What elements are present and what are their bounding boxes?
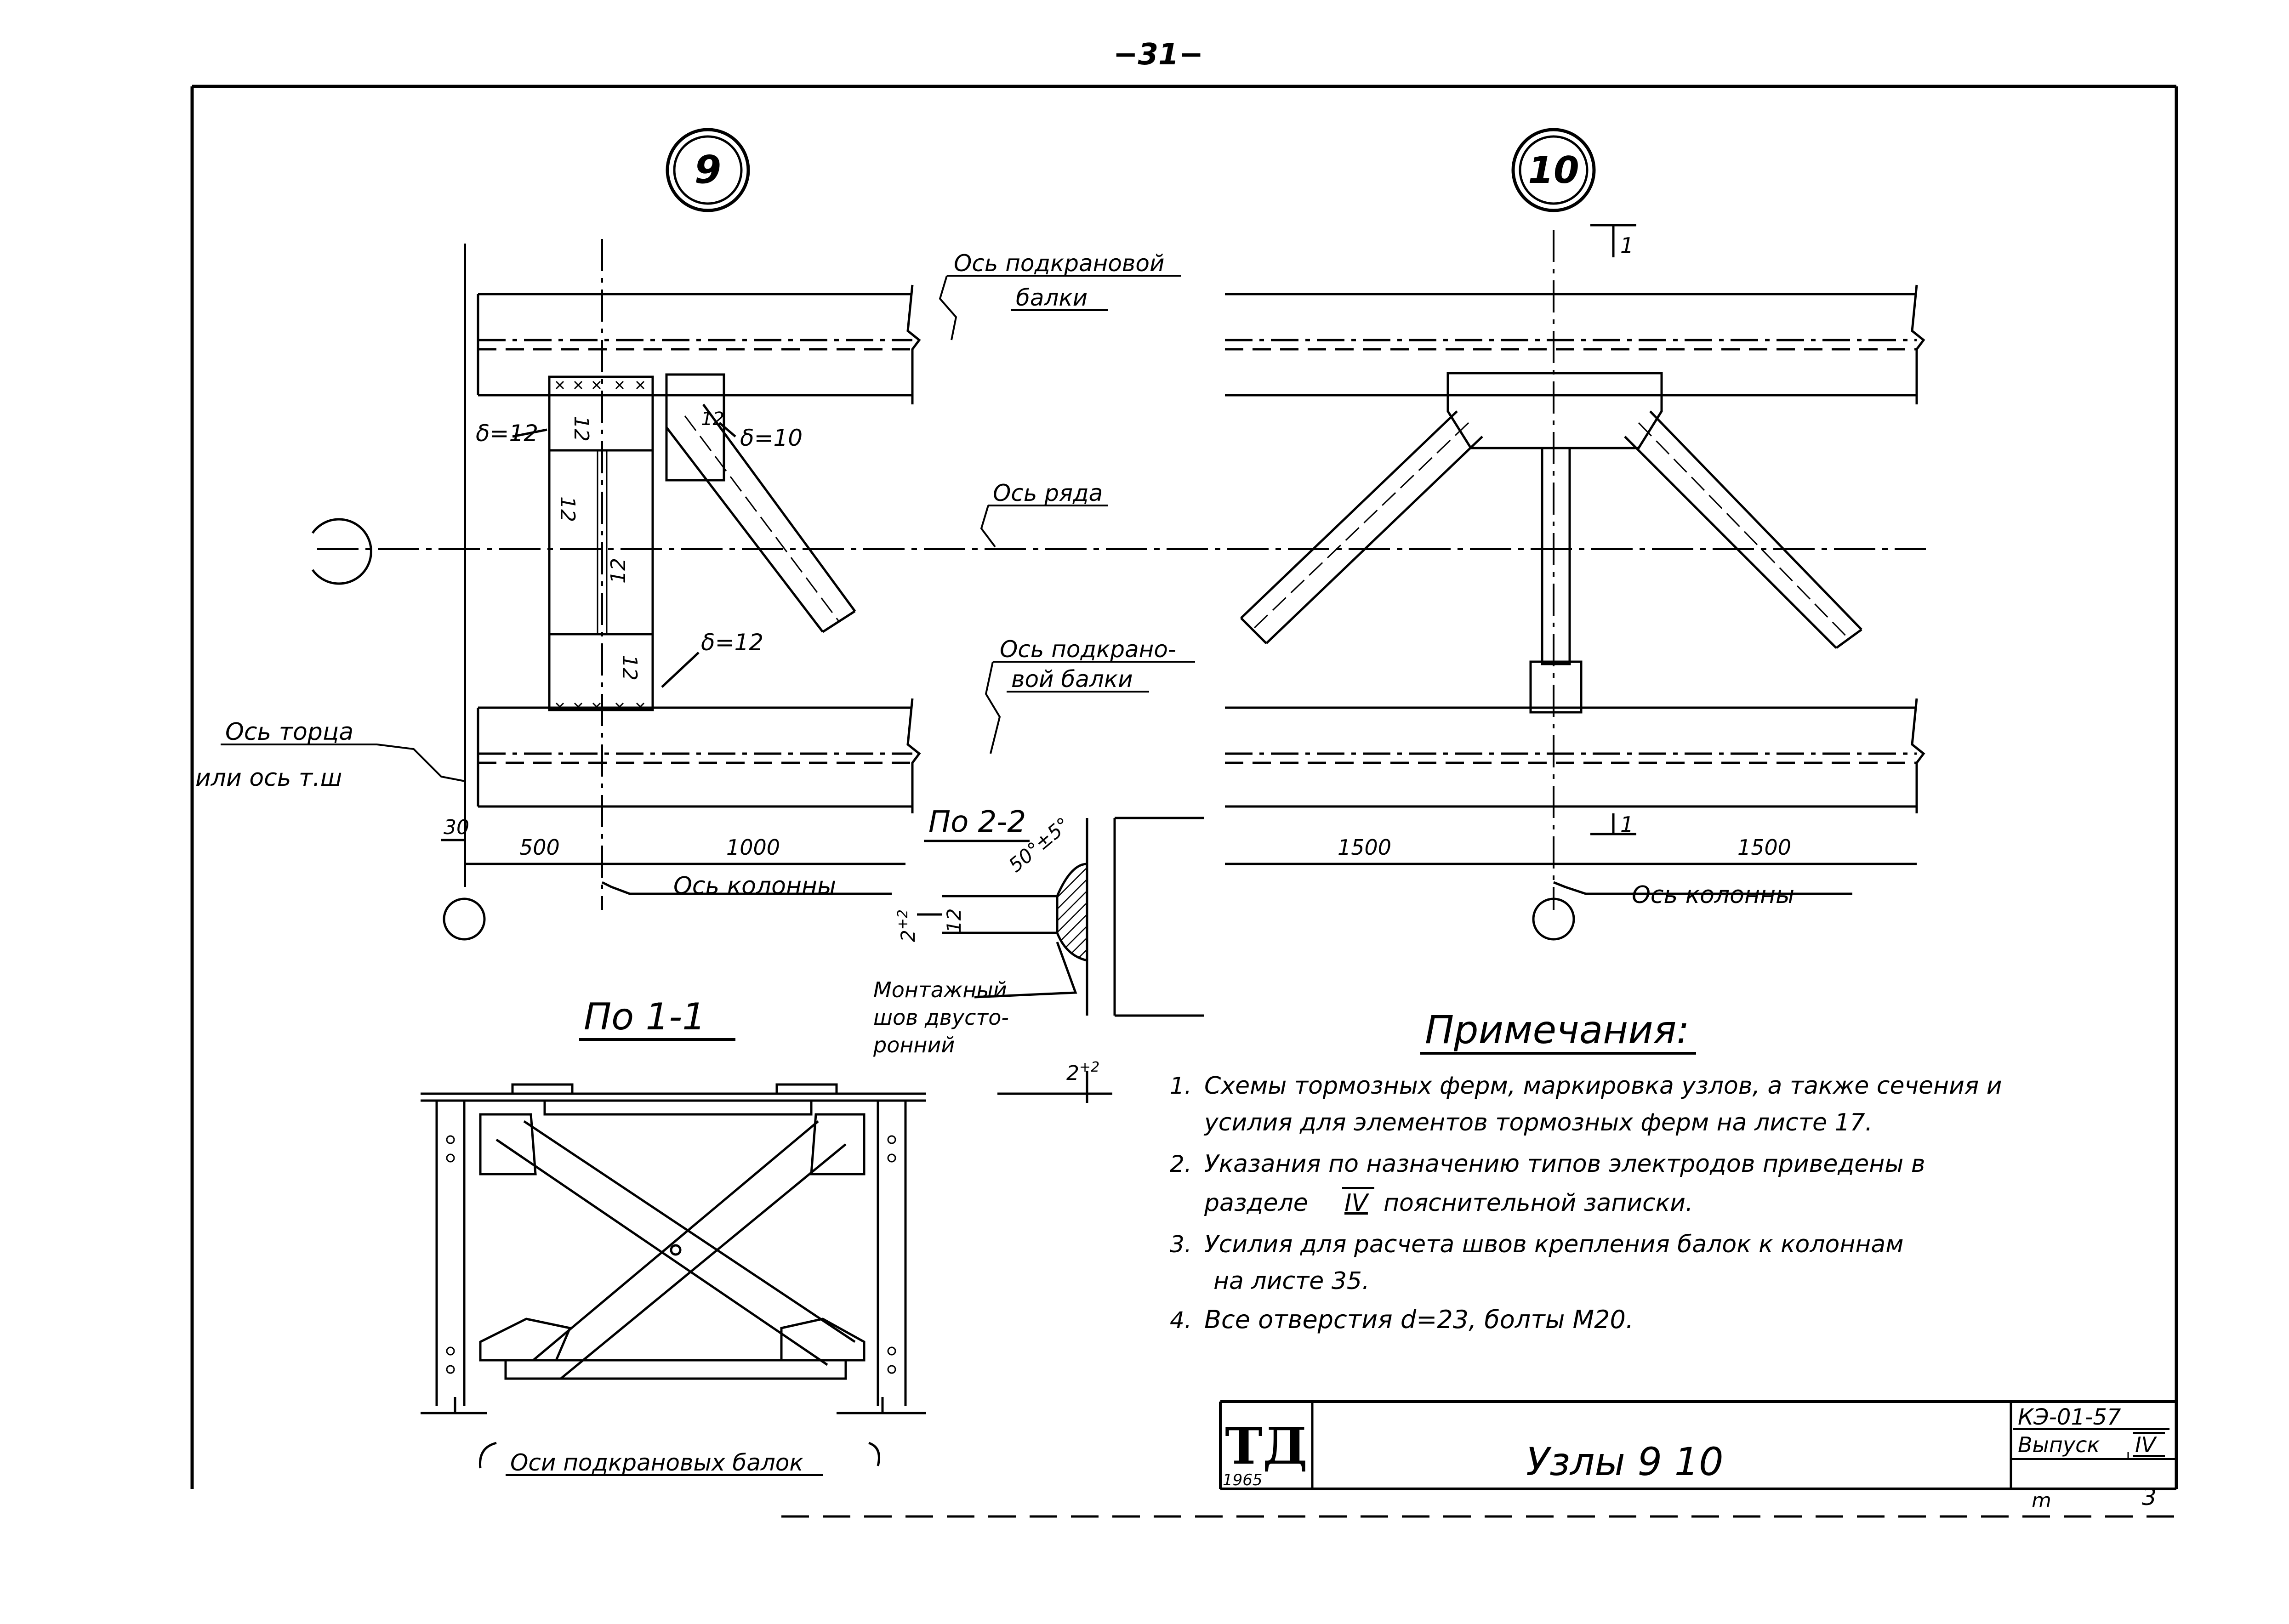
- delta-12-bottom: δ=12: [701, 629, 763, 656]
- node-10-label: 10: [1528, 149, 1579, 192]
- note-2-roman: IV: [1344, 1189, 1369, 1217]
- gap-12: 12: [943, 909, 965, 933]
- weld-12-d: 12: [618, 655, 641, 681]
- section-2-2-title: По 2-2: [928, 805, 1026, 839]
- section-mark-1-bottom: 1: [1620, 812, 1634, 837]
- note-2-line-2b: пояснительной записки.: [1384, 1189, 1693, 1217]
- node-10-diagonal-right: [1624, 410, 1862, 649]
- section-1-1-drawing: [421, 1083, 926, 1469]
- title-block-sheet-number: 3: [2142, 1484, 2157, 1510]
- gap-2-b-tolerance: +2: [1079, 1059, 1099, 1075]
- node-9-drawing: [311, 239, 1926, 941]
- weld-12-b: 12: [556, 496, 579, 522]
- section-1-1-title: По 1-1: [584, 995, 706, 1038]
- vertical-strut: [548, 449, 654, 636]
- diagonal-brace-left: [666, 403, 856, 633]
- column-axis-label-right: Ось колонны: [1632, 881, 1794, 909]
- section-marks-1-1: [1590, 224, 1636, 835]
- delta-10: δ=10: [740, 425, 803, 451]
- upper-crane-beam-left: [477, 284, 921, 404]
- note-1-number: 1.: [1170, 1073, 1192, 1099]
- field-weld-label-3: ронний: [873, 1033, 955, 1057]
- note-4-number: 4.: [1170, 1307, 1192, 1334]
- crane-beam-axis-label-2b: вой балки: [1011, 666, 1133, 693]
- lower-gusset-plate: [548, 633, 654, 711]
- gap-2-a-tolerance: +2: [895, 909, 911, 930]
- field-weld-hatch: [1056, 863, 1088, 962]
- title-block-issue-number: IV: [2135, 1432, 2158, 1457]
- crane-beam-axis-label-2a: Ось подкрано-: [1000, 636, 1176, 663]
- note-2-line-1: Указания по назначению типов электродов …: [1204, 1150, 1925, 1178]
- section-2-2-drawing: [917, 817, 1204, 1103]
- note-1-line-2: усилия для элементов тормозных ферм на л…: [1203, 1109, 1873, 1136]
- row-axis-label: Ось ряда: [993, 480, 1103, 506]
- row-axis: [311, 518, 1926, 585]
- upper-crane-beam-right: [1225, 284, 1925, 404]
- crane-beam-axis-label-1b: балки: [1016, 284, 1088, 311]
- note-3-number: 3.: [1170, 1231, 1192, 1258]
- note-4-line-1: Все отверстия d=23, болты М20.: [1204, 1305, 1634, 1334]
- gap-2-a-value: 2: [897, 930, 919, 942]
- dim-1500-left: 1500: [1338, 835, 1391, 860]
- gap-2-b: 2+2: [1066, 1059, 1099, 1085]
- column-axis-label-left: Ось колонны: [673, 872, 836, 900]
- notes-title: Примечания:: [1425, 1007, 1690, 1052]
- title-block-series: КЭ-01-57: [2018, 1404, 2121, 1430]
- dim-1500-right: 1500: [1737, 835, 1791, 860]
- note-3-line-2: на листе 35.: [1213, 1267, 1370, 1295]
- node-9-label: 9: [695, 147, 721, 192]
- end-axis-label-2: или ось т.ш: [195, 764, 342, 792]
- node-10-gusset-plate: [1446, 372, 1663, 449]
- drawing-frame: [190, 85, 2178, 1518]
- node-10-diagonal-left: [1240, 410, 1483, 644]
- field-weld-label-1: Монтажный: [873, 977, 1007, 1002]
- crane-beams-axes-label: Оси подкрановых балок: [510, 1449, 803, 1476]
- lower-crane-beam-left: [477, 698, 921, 813]
- dim-500: 500: [519, 835, 560, 860]
- title-block-year: 1965: [1223, 1471, 1263, 1489]
- node-10-drawing: [1225, 224, 1925, 941]
- note-1-line-1: Схемы тормозных ферм, маркировка узлов, …: [1204, 1072, 2002, 1100]
- dim-1000: 1000: [726, 835, 780, 860]
- note-2-number: 2.: [1170, 1151, 1192, 1177]
- page-number: −31−: [1113, 38, 1203, 72]
- note-2-line-2a: разделе: [1204, 1189, 1308, 1217]
- title-block-sheet-label: m: [2032, 1489, 2051, 1512]
- title-block-title: Узлы 9 10: [1526, 1439, 1724, 1484]
- node-10-marker: 10: [1511, 128, 1596, 212]
- title-block: [1219, 1400, 2176, 1489]
- end-axis-label-1: Ось торца: [225, 718, 353, 746]
- dim-30: 30: [444, 816, 469, 839]
- note-3-line-1: Усилия для расчета швов крепления балок …: [1204, 1231, 1903, 1258]
- weld-12-a: 12: [569, 416, 593, 442]
- node-10-bottom-plate: [1529, 660, 1583, 714]
- title-block-issue-label: Выпуск: [2018, 1432, 2100, 1457]
- weld-12-e: 12: [701, 409, 724, 430]
- gap-2-a: 2+2: [895, 909, 919, 942]
- title-block-logo: ТД: [1225, 1416, 1308, 1476]
- field-weld-label-2: шов двусто-: [873, 1005, 1009, 1030]
- delta-12-top: δ=12: [476, 420, 538, 447]
- weld-12-c: 12: [607, 558, 630, 584]
- lower-crane-beam-right: [1225, 698, 1925, 813]
- node-10-vertical-post: [1541, 447, 1571, 665]
- notes-block: Примечания: 1. Схемы тормозных ферм, мар…: [1170, 1007, 2002, 1334]
- node-9-marker: 9: [666, 128, 750, 212]
- section-mark-1-top: 1: [1620, 233, 1634, 258]
- crane-beam-axis-label-1a: Ось подкрановой: [954, 250, 1164, 277]
- gap-2-b-value: 2: [1066, 1062, 1079, 1085]
